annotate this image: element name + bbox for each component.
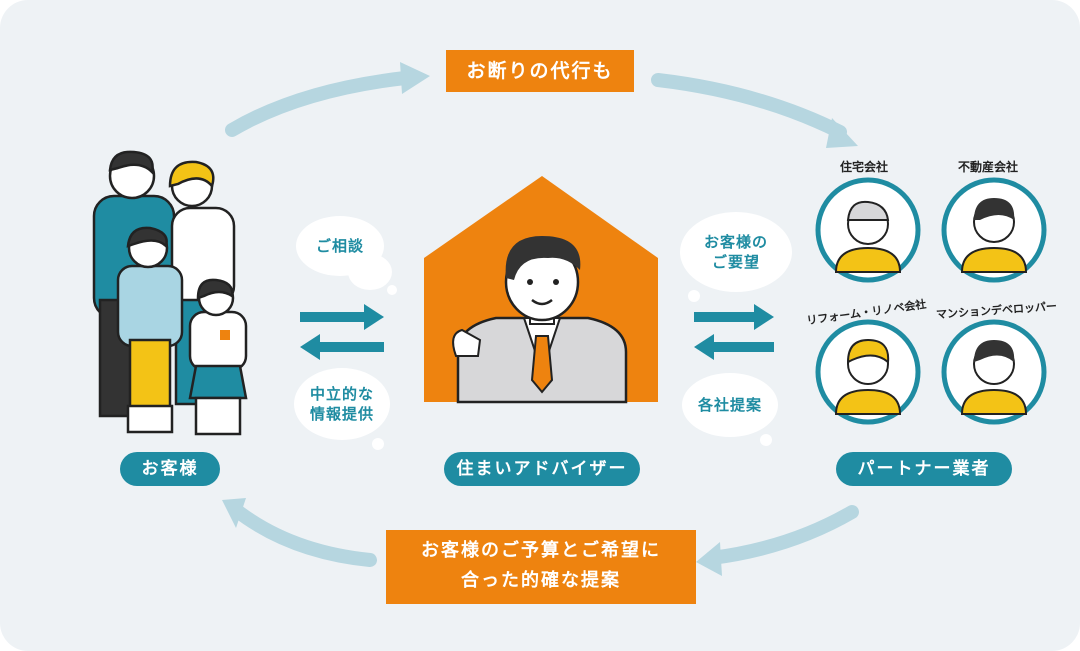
left-exchange-arrows [300,304,384,360]
partner-label: パートナー業者 [836,452,1012,486]
request-line-2: ご要望 [711,253,760,271]
top-right-arc-arrow [651,73,847,139]
partner-mansion-developer [941,319,1047,425]
advisor-person [452,236,628,404]
partner-real-estate-company [941,177,1047,283]
bottom-banner-line-2: 合った的確な提案 [461,570,621,591]
right-exchange-arrows [694,304,774,360]
top-banner: お断りの代行も [446,50,634,92]
partner-housing-company [815,177,921,283]
cloud-consult [296,216,397,295]
consult-bubble-text: ご相談 [315,237,364,255]
neutral-info-line-1: 中立的な [309,385,374,403]
request-line-1: お客様の [703,233,768,251]
bottom-left-arc-arrow [229,503,377,567]
bottom-right-arc-arrow [705,505,859,565]
speech-clouds [294,212,792,450]
daughter [188,278,248,436]
bottom-banner-line-1: お客様のご予算とご希望に [421,540,661,561]
top-left-arc-arrow [225,71,412,137]
cloud-proposal [682,373,778,446]
customer-family [92,150,248,436]
neutral-info-line-2: 情報提供 [309,405,374,423]
proposal-bubble-text: 各社提案 [697,396,762,414]
partner-housing-label: 住宅会社 [840,160,889,174]
advisor-house [424,176,658,404]
cloud-request [680,212,792,302]
advisor-label: 住まいアドバイザー [444,452,640,486]
neutral-info-bubble-text: 中立的な 情報提供 [294,384,390,424]
partner-real-estate-label: 不動産会社 [958,160,1019,174]
cycle-arrowheads [222,62,858,576]
customer-label: お客様 [120,452,220,486]
request-bubble-text: お客様の ご要望 [684,232,788,272]
cloud-neutral-info [294,368,390,450]
son [116,226,184,434]
bottom-banner: お客様のご予算とご希望に 合った的確な提案 [386,530,696,604]
partner-circles [815,177,1047,425]
cycle-arrows [225,71,859,567]
partner-reform-company [815,319,921,425]
